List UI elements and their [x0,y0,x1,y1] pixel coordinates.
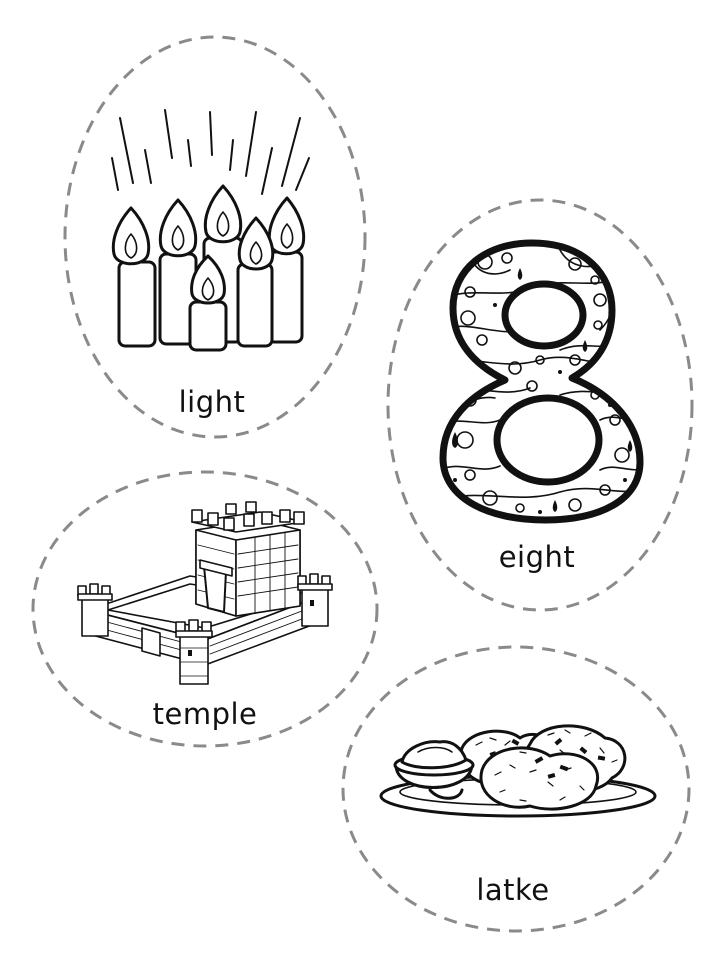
corner-tower-front [175,619,213,685]
menorah-candles-icon [111,109,310,352]
word-latke: latke [476,873,549,907]
card-light: light [63,35,367,439]
word-temple: temple [153,697,258,731]
corner-tower-right [297,573,333,627]
latke-plate-icon [379,724,657,818]
card-eight: eight [386,198,694,612]
cut-line-latke [341,645,691,933]
cut-line-temple [31,470,379,748]
number-eight-icon [439,239,644,524]
corner-tower-left [77,583,113,637]
word-eight: eight [499,540,576,574]
cut-line-eight [386,198,694,612]
word-light: light [179,385,246,419]
card-temple: temple [31,470,379,748]
cut-line-light [63,35,367,439]
card-latke: latke [341,645,691,933]
temple-icon [77,501,333,685]
